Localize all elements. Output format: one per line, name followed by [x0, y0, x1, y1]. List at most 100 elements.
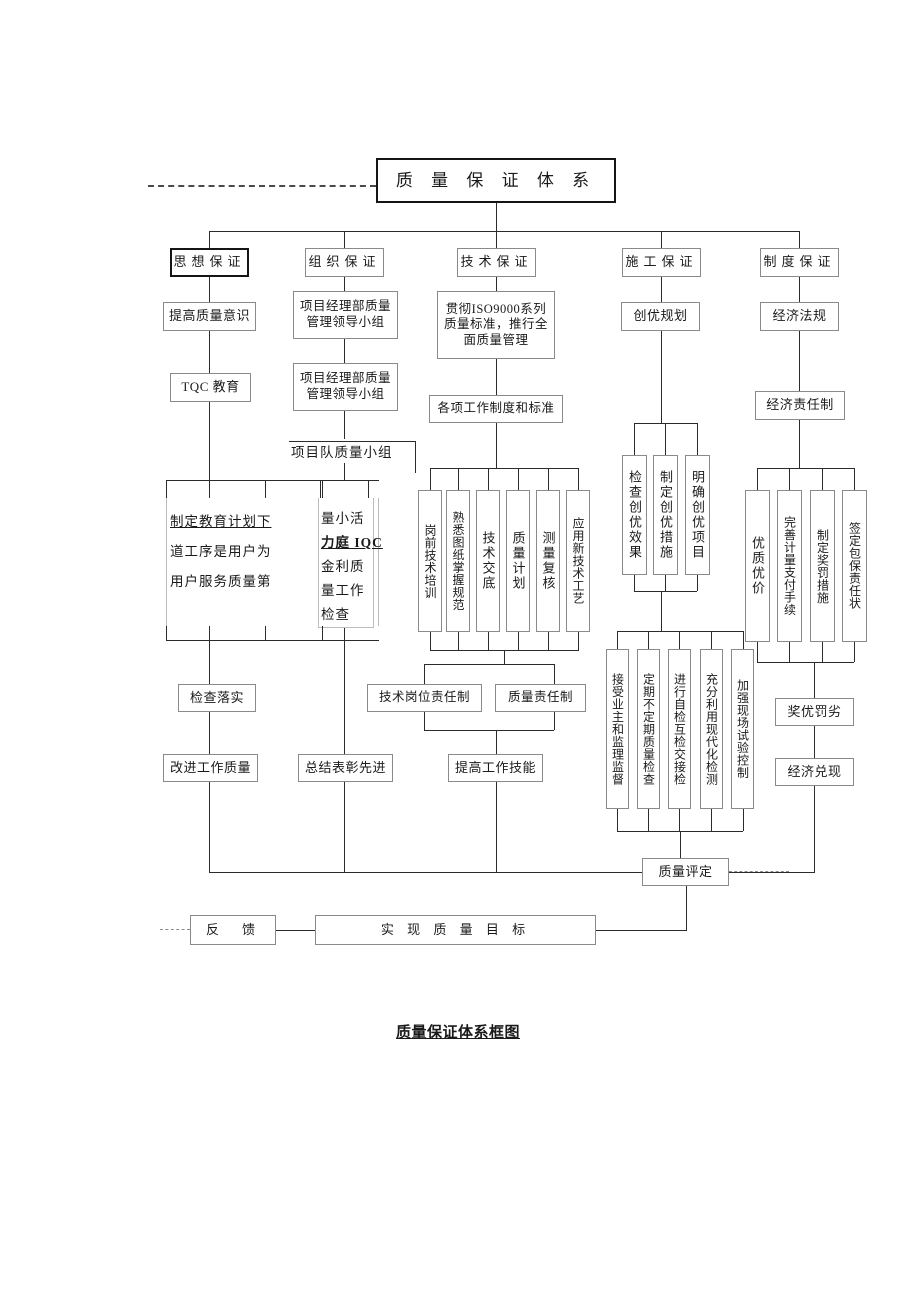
connector-institution-collect-4	[854, 642, 855, 662]
connector-technology-2	[496, 359, 497, 395]
vnode-measurement-recheck: 测量复核	[536, 490, 560, 632]
title-box: 质 量 保 证 体 系	[376, 158, 616, 203]
connector-technology-collect-5	[548, 632, 549, 650]
connector-institution-6	[814, 786, 815, 872]
connector-institution-fan-4	[854, 468, 855, 490]
vnode-self-mutual-handover-inspection: 进行自检互检交接检	[668, 649, 691, 809]
organization-branch-text-line-4: 量工作	[321, 583, 365, 598]
connector-technology-fan-1	[430, 468, 431, 490]
connector-organization-fan-2	[368, 480, 369, 498]
node-check-implementation: 检查落实	[178, 684, 256, 712]
connector-construction-1	[661, 277, 662, 302]
ideology-branch-text-line-1: 制定教育计划下	[170, 514, 272, 529]
connector-technology-collect-1	[430, 632, 431, 650]
vnode-strengthen-site-test-control: 加强现场试验控制	[731, 649, 754, 809]
connector-institution-fan-3	[822, 468, 823, 490]
connector-institution-3	[799, 420, 800, 468]
vnode-label: 进行自检互检交接检	[672, 672, 687, 786]
connector-institution-collect-1	[757, 642, 758, 662]
connector-organization-fan-1	[320, 480, 321, 498]
connector-bus-to-institution	[799, 231, 800, 248]
connector-technology-4	[504, 650, 505, 664]
vnode-define-excellence-projects: 明确创优项目	[685, 455, 710, 575]
vnode-label: 检查创优效果	[627, 470, 642, 560]
connector-ideology-2	[209, 331, 210, 373]
connector-technology-collect-4	[518, 632, 519, 650]
column-header-institution: 制度保证	[760, 248, 839, 277]
node-economic-fulfillment: 经济兑现	[775, 758, 854, 786]
vnode-apply-new-technology: 应用新技术工艺	[566, 490, 590, 632]
vnode-label: 完善计量支付手续	[782, 516, 797, 616]
connector-construction-fan2-2	[648, 631, 649, 649]
connector-institution-fan-2	[789, 468, 790, 490]
vnode-formulate-excellence-measures: 制定创优措施	[653, 455, 678, 575]
connector-technology-collect-6	[578, 632, 579, 650]
node-economic-responsibility: 经济责任制	[755, 391, 845, 420]
connector-construction-c2-5	[743, 809, 744, 831]
column-header-construction: 施工保证	[622, 248, 701, 277]
connector-ideology-collect-3	[265, 626, 266, 640]
node-tqc-education: TQC 教育	[170, 373, 251, 402]
ideology-branch-text-line-2: 道工序是用户为	[170, 544, 272, 559]
vnode-pre-job-technical-training: 岗前技术培训	[418, 490, 442, 632]
node-improve-quality-awareness: 提高质量意识	[163, 302, 256, 331]
node-implement-iso9000: 贯彻ISO9000系列 质量标准，推行全 面质量管理	[437, 291, 555, 359]
connector-organization-2	[344, 339, 345, 363]
connector-ideology-fan-2	[209, 480, 210, 498]
connector-technology-fan-3	[488, 468, 489, 490]
connector-feedback-to-goal	[276, 930, 315, 931]
connector-institution-4	[814, 662, 815, 698]
connector-construction-c2-3	[679, 809, 680, 831]
connector-group-label-top	[289, 441, 415, 442]
organization-branch-text-line-3: 金利质	[321, 559, 365, 574]
connector-ideology-1	[209, 277, 210, 302]
connector-institution-collect-2	[789, 642, 790, 662]
dashed-line-right-of-evaluation	[729, 871, 789, 872]
connector-ideology-fan-3	[265, 480, 266, 498]
connector-evaluation-to-goal	[595, 930, 687, 931]
organization-branch-text-line-5: 检查	[321, 607, 350, 622]
organization-text-frame	[318, 498, 374, 628]
node-excellence-planning: 创优规划	[621, 302, 700, 331]
node-pm-quality-group-2: 项目经理部质量 管理领导小组	[293, 363, 398, 411]
connector-construction-2	[661, 331, 662, 423]
connector-construction-fan2-1	[617, 631, 618, 649]
vnode-label: 测量复核	[540, 531, 556, 591]
connector-organization-fan-bus	[320, 480, 368, 481]
node-quality-responsibility: 质量责任制	[495, 684, 586, 712]
connector-bus-to-organization	[344, 231, 345, 248]
connector-organization-4	[344, 463, 345, 480]
vnode-label: 应用新技术工艺	[571, 517, 585, 605]
connector-technology-collect-2	[458, 632, 459, 650]
connector-technology-7	[496, 730, 497, 754]
connector-construction-collect-bus	[634, 591, 697, 592]
connector-organization-6	[344, 782, 345, 872]
column-header-technology: 技术保证	[457, 248, 536, 277]
connector-bus-to-technology	[496, 231, 497, 248]
column-header-ideology: 思想保证	[170, 248, 249, 277]
vnode-label: 明确创优项目	[690, 470, 705, 560]
connector-evaluation-down	[686, 886, 687, 930]
vnode-periodic-quality-inspection: 定期不定期质量检查	[637, 649, 660, 809]
vnode-label: 制定创优措施	[658, 470, 673, 560]
connector-construction-fan2-5	[743, 631, 744, 649]
connector-main-bus	[209, 231, 799, 232]
vnode-improve-measurement-payment: 完善计量支付手续	[777, 490, 802, 642]
figure-caption: 质量保证体系框图	[396, 1025, 521, 1041]
connector-technology-6	[554, 712, 555, 730]
connector-group-label-right	[415, 441, 416, 473]
node-pm-quality-group-1: 项目经理部质量 管理领导小组	[293, 291, 398, 339]
vnode-familiar-drawings-standards: 熟悉图纸掌握规范	[446, 490, 470, 632]
connector-organization-5	[344, 628, 345, 754]
ideology-text-frame	[166, 498, 379, 626]
node-summarize-commend-advanced: 总结表彰先进	[298, 754, 393, 782]
connector-ideology-5	[209, 712, 210, 754]
vnode-accept-owner-supervision: 接受业主和监理监督	[606, 649, 629, 809]
connector-institution-fan-1	[757, 468, 758, 490]
connector-construction-fan2-3	[679, 631, 680, 649]
connector-organization-3	[344, 411, 345, 439]
vnode-check-excellence-effect: 检查创优效果	[622, 455, 647, 575]
connector-ideology-6	[209, 782, 210, 872]
vnode-use-modern-testing: 充分利用现代化检测	[700, 649, 723, 809]
